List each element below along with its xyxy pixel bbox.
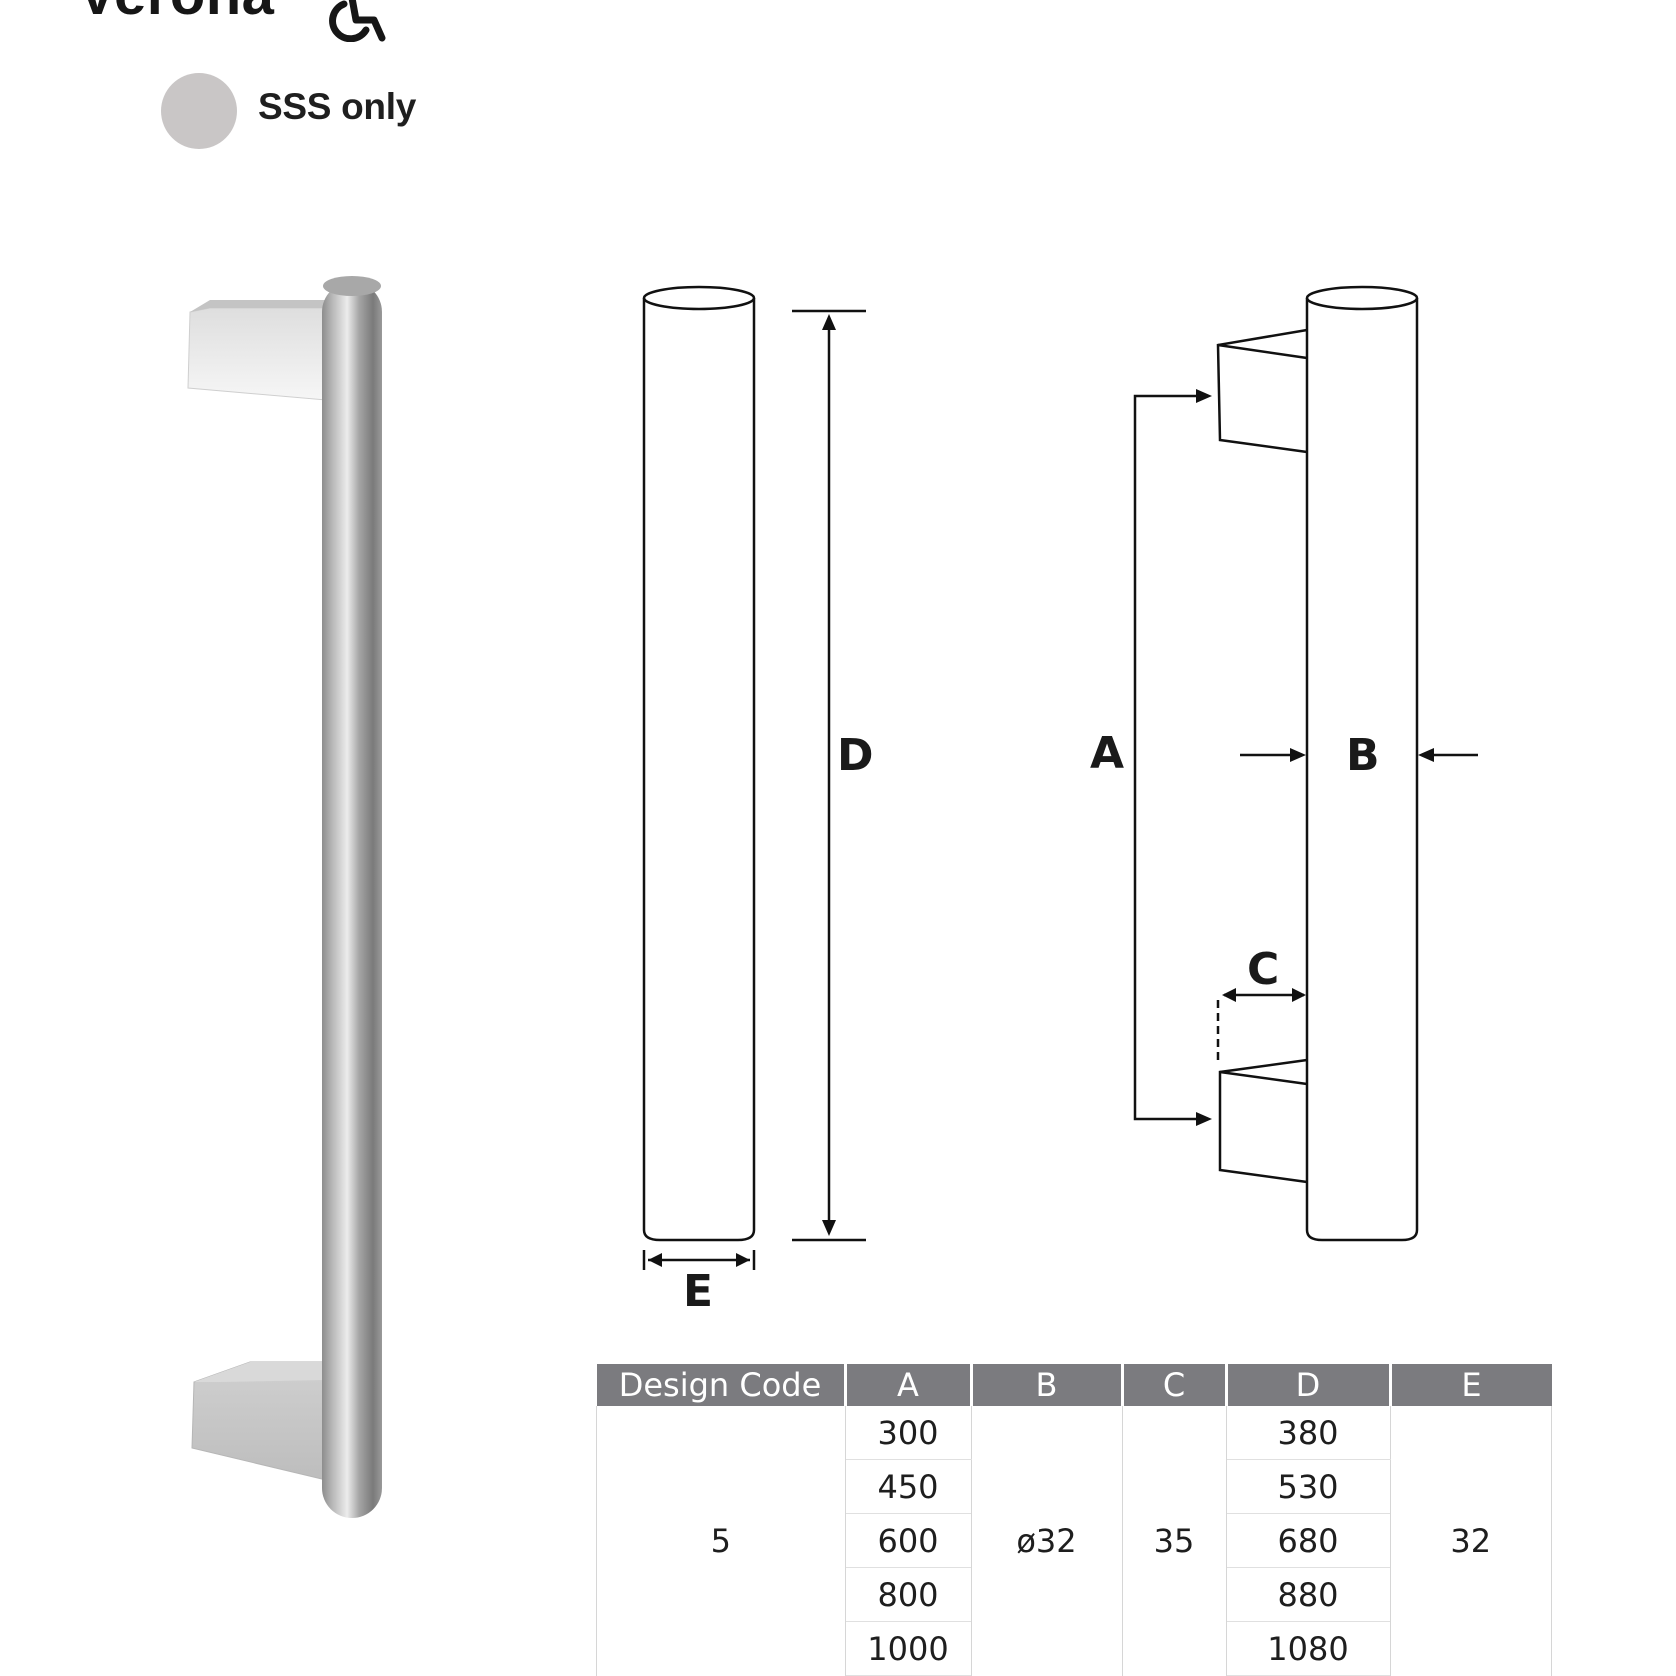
cell-a: 1000 [844, 1621, 972, 1676]
table-row: 450 530 [597, 1459, 1552, 1514]
table-row: 800 880 [597, 1567, 1552, 1622]
dimension-label-d: D [837, 730, 874, 781]
col-header-c: C [1122, 1364, 1228, 1406]
col-header-design-code: Design Code [596, 1364, 847, 1406]
table-row: 1000 1080 [597, 1621, 1552, 1676]
spec-table: Design Code A B C D E 5 300 ø32 35 380 3… [596, 1364, 1552, 1676]
dimension-label-e: E [683, 1266, 713, 1317]
cell-e: 32 [1389, 1406, 1552, 1676]
cell-d: 380 [1225, 1406, 1391, 1460]
cell-a: 800 [844, 1567, 972, 1622]
cell-b: ø32 [970, 1406, 1123, 1676]
cell-a: 450 [844, 1459, 972, 1514]
dimension-label-c: C [1247, 944, 1279, 995]
cell-a: 600 [844, 1513, 972, 1568]
cell-d: 530 [1225, 1459, 1391, 1514]
product-title: Verona [78, 0, 274, 24]
spec-table-header: Design Code A B C D E [596, 1364, 1552, 1406]
finish-swatch [161, 73, 237, 149]
col-header-a: A [845, 1364, 973, 1406]
cell-design-code: 5 [596, 1406, 846, 1676]
finish-label: SSS only [258, 86, 416, 127]
col-header-e: E [1390, 1364, 1552, 1406]
col-header-b: B [971, 1364, 1124, 1406]
table-row: 600 680 [597, 1513, 1552, 1568]
side-view-bar [1305, 285, 1419, 1242]
col-header-d: D [1226, 1364, 1392, 1406]
cell-d: 1080 [1225, 1621, 1391, 1676]
wheelchair-icon [329, 0, 386, 42]
cell-a: 300 [844, 1406, 972, 1460]
cell-d: 880 [1225, 1567, 1391, 1622]
handle-photo [187, 276, 382, 1518]
table-row: 5 300 ø32 35 380 32 [596, 1406, 1552, 1676]
dimension-label-a: A [1090, 728, 1124, 779]
front-view-bar [642, 285, 756, 1242]
cell-c: 35 [1121, 1406, 1227, 1676]
dimension-label-b: B [1346, 730, 1380, 781]
cell-d: 680 [1225, 1513, 1391, 1568]
